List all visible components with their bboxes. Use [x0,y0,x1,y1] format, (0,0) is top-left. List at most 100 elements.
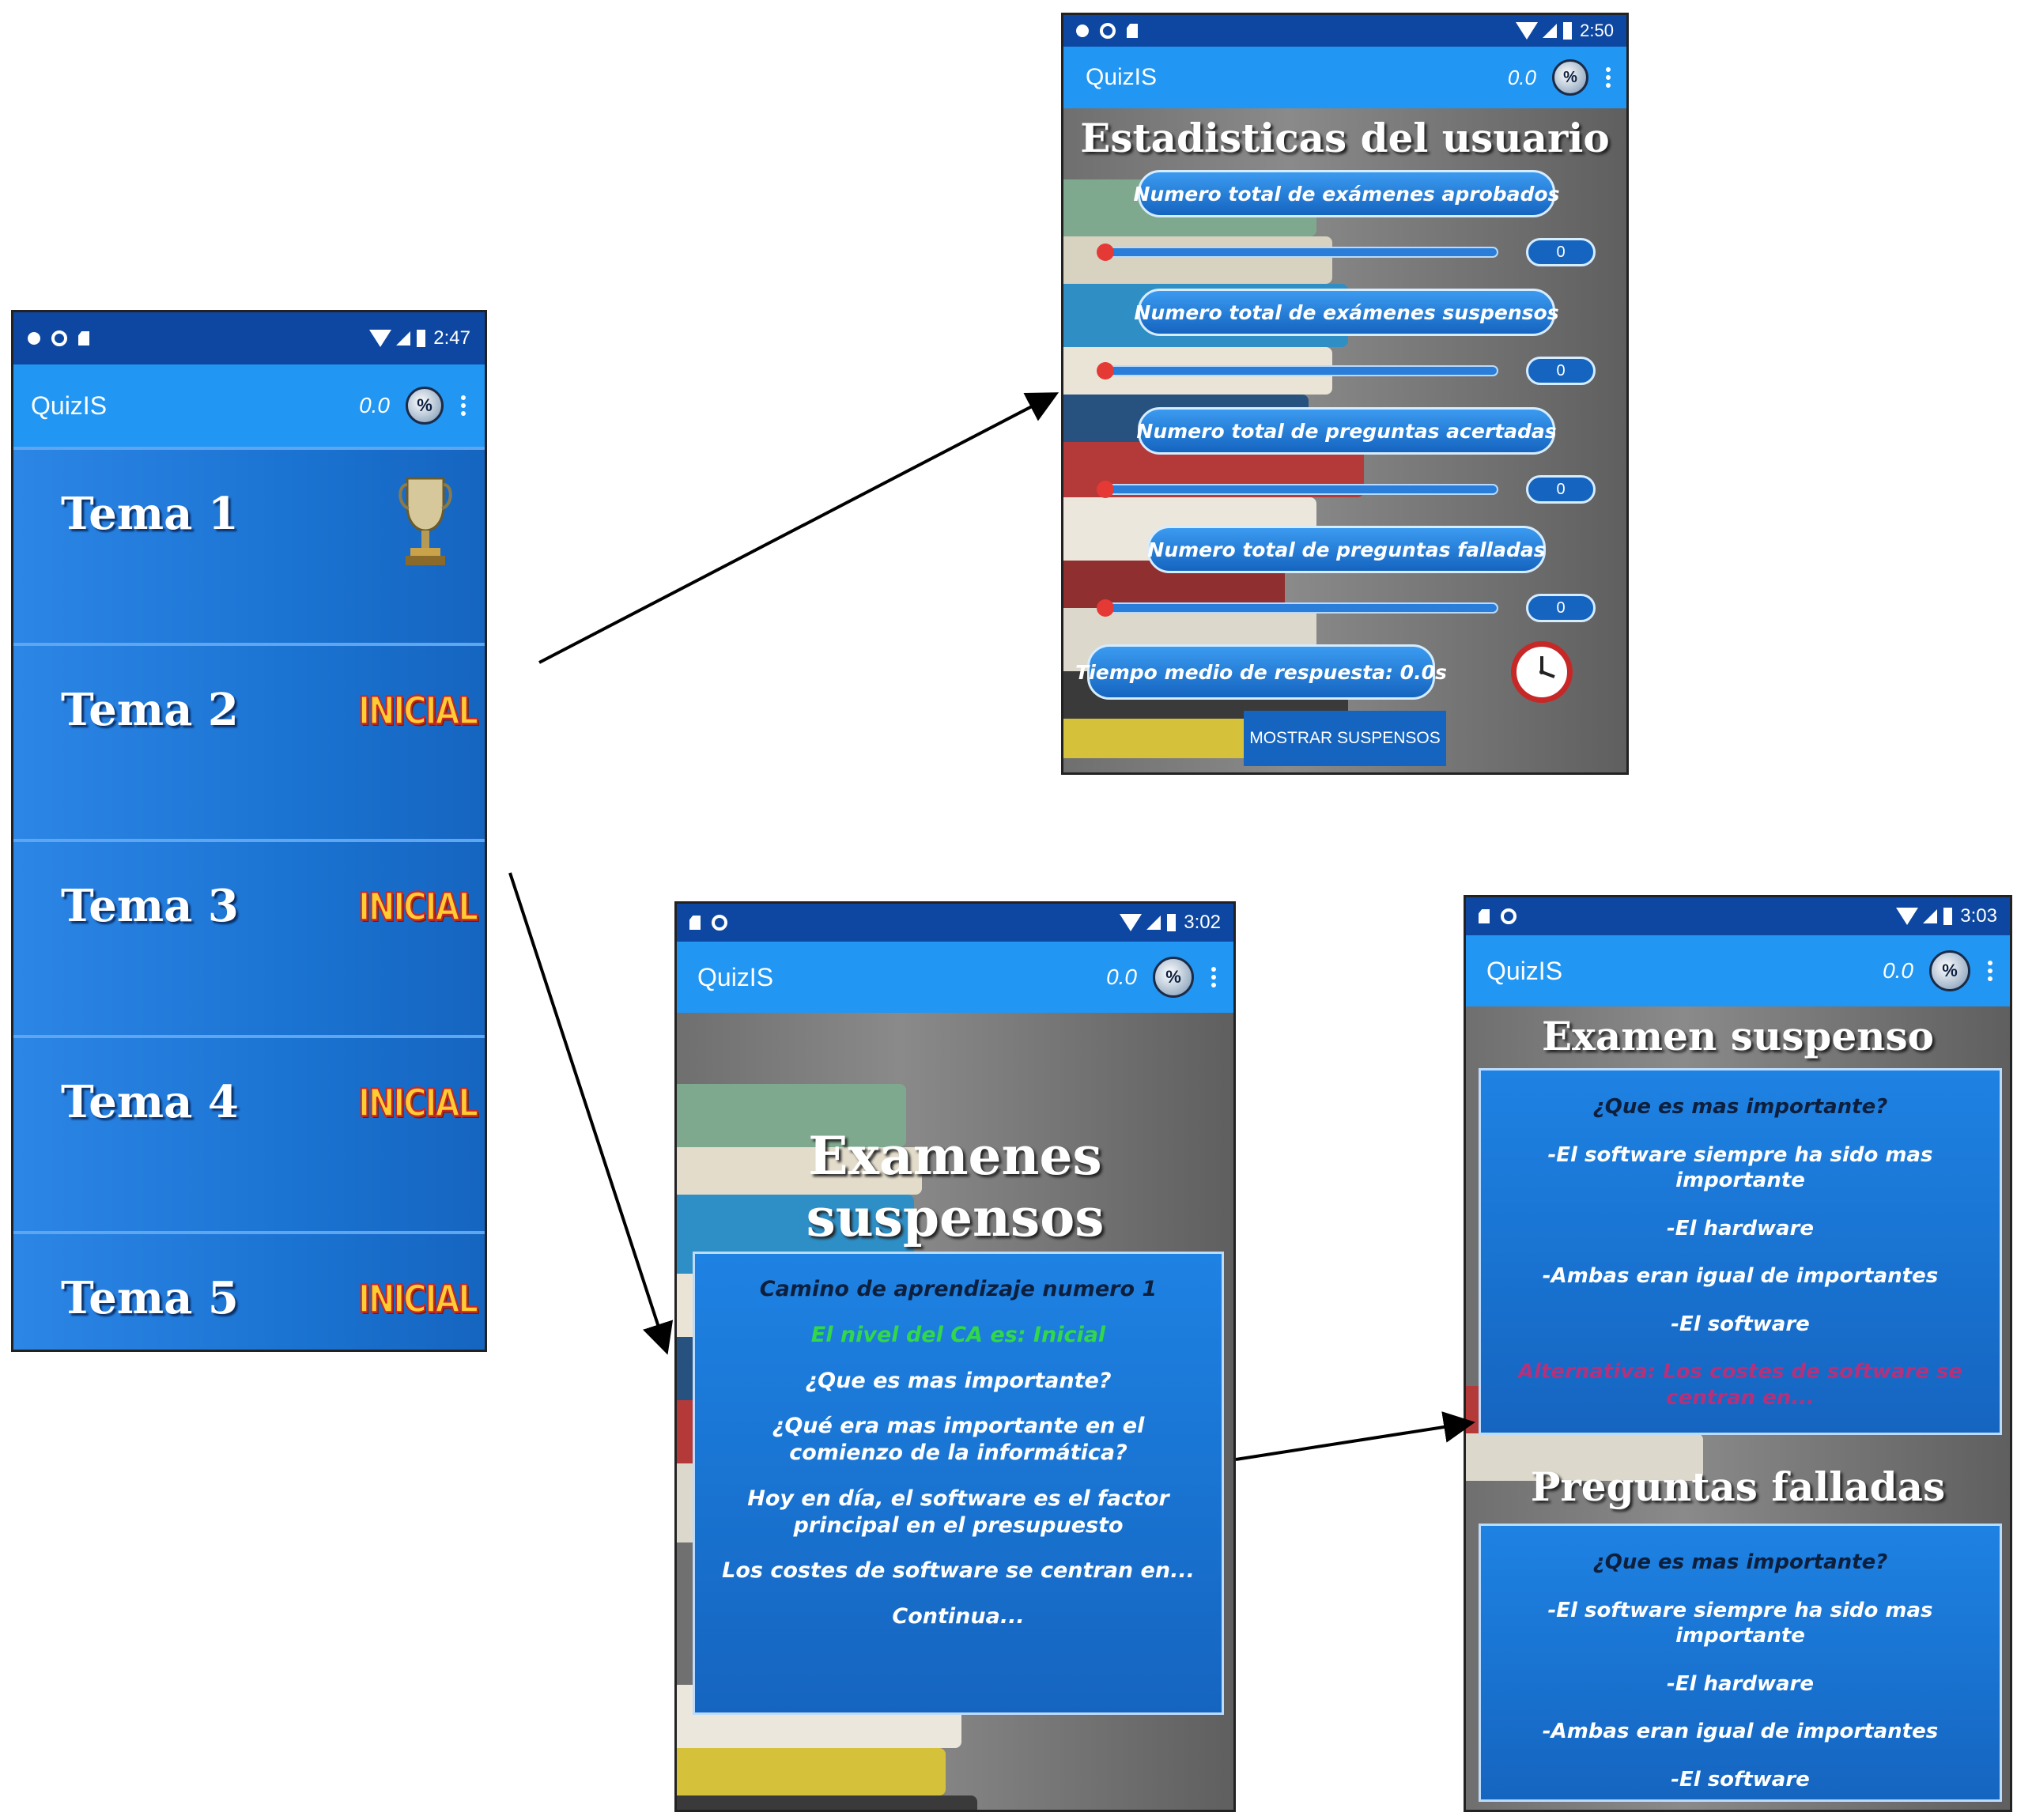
app-title: QuizIS [31,391,108,420]
stat-progress-knob[interactable] [1097,599,1114,617]
book [677,1147,922,1195]
app-title: QuizIS [1486,956,1563,985]
card-line: ¿Que es mas importante? [805,1368,1112,1393]
arrow-to-examen-detalle [1235,1411,1475,1461]
tema-label: Tema 3 [61,880,239,932]
failed-questions-card[interactable]: ¿Que es mas importante? -El software sie… [1479,1524,2002,1802]
tema-label: Tema 2 [61,684,239,736]
clock-icon [1511,641,1573,703]
overflow-menu-icon[interactable] [461,394,466,417]
sdcard-icon [1479,909,1490,923]
avg-time-label: Tiempo medio de respuesta: 0.0s [1075,644,1447,700]
sdcard-icon [689,916,701,930]
stat-label-aprobados: Numero total de exámenes aprobados [1134,170,1560,217]
phone-examenes-suspensos: 3:02 QuizIS 0.0 % Examenes suspensos Cam… [674,901,1236,1812]
overflow-menu-icon[interactable] [1211,965,1216,989]
card-line: Los costes de software se centran en... [722,1558,1195,1584]
inicial-badge: INICIAL [357,1081,479,1127]
mostrar-suspensos-button[interactable]: MOSTRAR SUSPENSOS [1244,711,1446,766]
status-bar: 2:47 [13,312,485,364]
tema-item-5[interactable]: Tema 5 INICIAL [13,1231,485,1350]
answer-line: -El software [1671,1312,1810,1336]
sdcard-icon [78,331,89,345]
question-line: ¿Que es mas importante? [1592,1550,1888,1574]
status-time: 2:50 [1580,21,1614,40]
answer-line: -Ambas eran igual de importantes [1542,1720,1939,1743]
continua-link[interactable]: Continua... [892,1604,1025,1629]
app-bar: QuizIS 0.0 % [1063,47,1626,108]
answer-line: -Ambas eran igual de importantes [1542,1264,1939,1288]
stat-progress-knob[interactable] [1097,362,1114,379]
trophy-icon [398,477,452,565]
answer-line: -El software siempre ha sido mas importa… [1547,1142,1933,1193]
status-time: 3:03 [1960,905,1997,927]
tema-item-3[interactable]: Tema 3 INICIAL [13,839,485,1035]
stat-progress-knob[interactable] [1097,244,1114,261]
stats-title: Estadisticas del usuario [1080,115,1610,161]
tema-label: Tema 4 [61,1076,239,1128]
tema-item-2[interactable]: Tema 2 INICIAL [13,643,485,839]
battery-icon [1563,22,1573,40]
answer-line: -El software siempre ha sido mas importa… [1547,1598,1933,1648]
alternative-line: Alternativa: Los costes de software se c… [1517,1360,1963,1410]
tema-item-4[interactable]: Tema 4 INICIAL [13,1035,485,1231]
arrow-to-estadisticas [538,392,1059,664]
sync-icon [712,915,727,931]
book [1466,1433,1703,1481]
signal-icon [1923,909,1938,923]
exam-detail-card[interactable]: ¿Que es mas importante? -El software sie… [1479,1068,2002,1435]
status-time: 2:47 [433,327,470,349]
inicial-badge: INICIAL [357,689,479,734]
sync-icon [51,330,67,346]
score-value: 0.0 [1883,958,1913,983]
tema-item-1[interactable]: Tema 1 [13,447,485,643]
sdcard-icon [1127,24,1138,38]
sync-icon [1100,23,1116,39]
percent-badge-icon[interactable]: % [1552,59,1588,96]
card-line: Hoy en día, el software es el factor pri… [747,1486,1169,1538]
battery-icon [1167,914,1177,931]
stat-progress-knob[interactable] [1097,481,1114,498]
app-title: QuizIS [697,962,774,991]
percent-badge-icon[interactable]: % [406,387,444,425]
app-bar: QuizIS 0.0 % [677,942,1233,1013]
signal-icon [1146,916,1161,930]
stat-value-falladas: 0 [1526,594,1596,622]
examen-title: Examen suspenso [1541,1013,1935,1059]
signal-icon [1543,24,1558,38]
page-title: Examenes suspensos [806,1125,1105,1248]
overflow-menu-icon[interactable] [1988,959,1992,983]
wifi-icon [369,330,392,347]
notification-icon [1076,25,1089,37]
preguntas-falladas-title: Preguntas falladas [1530,1463,1946,1510]
phone-estadisticas: 2:50 QuizIS 0.0 % Estadisticas del usuar… [1061,13,1629,775]
stat-value-suspensos: 0 [1526,357,1596,385]
card-line-level: El nivel del CA es: Inicial [810,1322,1106,1347]
overflow-menu-icon[interactable] [1606,66,1611,89]
exam-card[interactable]: Camino de aprendizaje numero 1 El nivel … [693,1252,1224,1715]
battery-icon [1943,908,1953,925]
phone-examen-suspenso: 3:03 QuizIS 0.0 % Examen suspenso ¿Que e… [1464,895,2012,1812]
status-time: 3:02 [1184,912,1221,933]
app-title: QuizIS [1086,64,1158,90]
signal-icon [396,331,411,345]
inicial-badge: INICIAL [357,1277,479,1323]
percent-badge-icon[interactable]: % [1929,950,1970,991]
answer-line: -El hardware [1666,1216,1815,1240]
percent-badge-icon[interactable]: % [1153,957,1194,998]
stat-value-acertadas: 0 [1526,475,1596,504]
stat-label-suspensos: Numero total de exámenes suspensos [1134,289,1559,336]
app-bar: QuizIS 0.0 % [1466,935,2010,1006]
score-value: 0.0 [1106,965,1137,989]
stat-label-falladas: Numero total de preguntas falladas [1147,526,1546,573]
answer-line: -El hardware [1666,1671,1815,1696]
status-bar: 3:03 [1466,897,2010,935]
wifi-icon [1516,22,1539,40]
book [677,1084,906,1147]
score-value: 0.0 [359,393,390,417]
app-bar: QuizIS 0.0 % [13,364,485,447]
book [677,1748,946,1795]
card-line-title: Camino de aprendizaje numero 1 [759,1277,1158,1301]
inicial-badge: INICIAL [357,885,479,931]
